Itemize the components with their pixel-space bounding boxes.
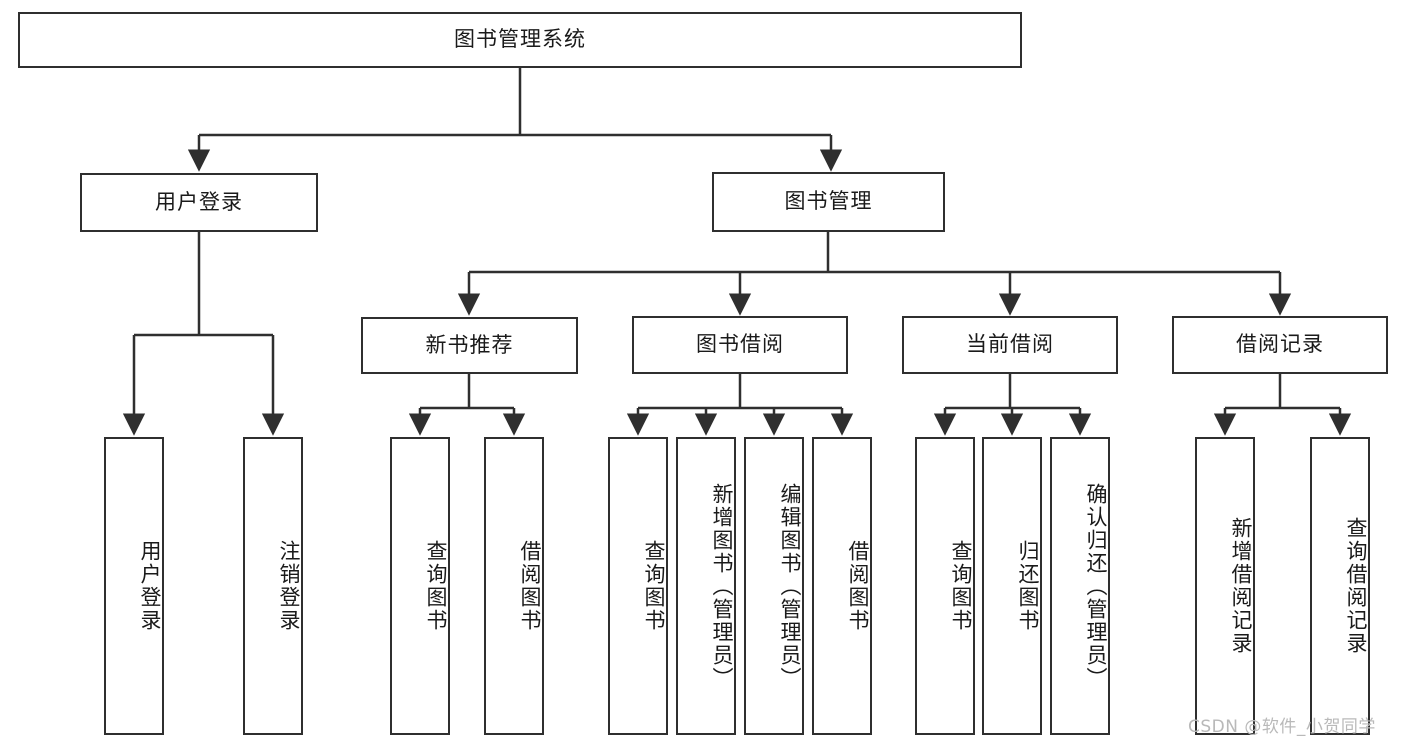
node-borrow-record-label: 借阅记录 [1236,332,1324,357]
node-new-book-recommend[interactable]: 新书推荐 [361,317,578,374]
leaf-book-borrow-1-label: 查询图书 [642,540,666,632]
leaf-borrow-record-1[interactable]: 新增借阅记录 [1195,437,1255,735]
node-root[interactable]: 图书管理系统 [18,12,1022,68]
leaf-current-borrow-1-label: 查询图书 [949,540,973,632]
node-book-borrow-label: 图书借阅 [696,332,784,357]
leaf-current-borrow-1[interactable]: 查询图书 [915,437,975,735]
leaf-new-book-2[interactable]: 借阅图书 [484,437,544,735]
leaf-book-borrow-4[interactable]: 借阅图书 [812,437,872,735]
leaf-borrow-record-2[interactable]: 查询借阅记录 [1310,437,1370,735]
leaf-new-book-1-label: 查询图书 [424,540,448,632]
leaf-new-book-1[interactable]: 查询图书 [390,437,450,735]
leaf-book-borrow-1[interactable]: 查询图书 [608,437,668,735]
csdn-watermark: CSDN @软件_小贺同学 [1188,717,1376,737]
leaf-user-login-1-label: 用户登录 [138,540,162,632]
leaf-book-borrow-2[interactable]: 新增图书（管理员） [676,437,736,735]
leaf-current-borrow-2[interactable]: 归还图书 [982,437,1042,735]
leaf-current-borrow-3-label: 确认归还（管理员） [1084,482,1108,690]
leaf-borrow-record-2-label: 查询借阅记录 [1344,517,1368,655]
leaf-current-borrow-2-label: 归还图书 [1016,540,1040,632]
node-user-login-label: 用户登录 [155,189,243,214]
leaf-user-login-2[interactable]: 注销登录 [243,437,303,735]
node-current-borrow-label: 当前借阅 [966,332,1054,357]
leaf-new-book-2-label: 借阅图书 [518,540,542,632]
leaf-current-borrow-3[interactable]: 确认归还（管理员） [1050,437,1110,735]
leaf-book-borrow-4-label: 借阅图书 [846,540,870,632]
leaf-borrow-record-1-label: 新增借阅记录 [1229,517,1253,655]
node-book-borrow[interactable]: 图书借阅 [632,316,848,374]
node-book-management[interactable]: 图书管理 [712,172,945,232]
leaf-user-login-2-label: 注销登录 [277,540,301,632]
leaf-book-borrow-3-label: 编辑图书（管理员） [778,482,802,690]
node-new-book-recommend-label: 新书推荐 [425,332,514,357]
node-root-label: 图书管理系统 [454,27,586,52]
leaf-book-borrow-3[interactable]: 编辑图书（管理员） [744,437,804,735]
node-book-management-label: 图书管理 [784,189,873,214]
node-user-login[interactable]: 用户登录 [80,173,318,232]
node-current-borrow[interactable]: 当前借阅 [902,316,1118,374]
node-borrow-record[interactable]: 借阅记录 [1172,316,1388,374]
leaf-book-borrow-2-label: 新增图书（管理员） [710,482,734,690]
leaf-user-login-1[interactable]: 用户登录 [104,437,164,735]
